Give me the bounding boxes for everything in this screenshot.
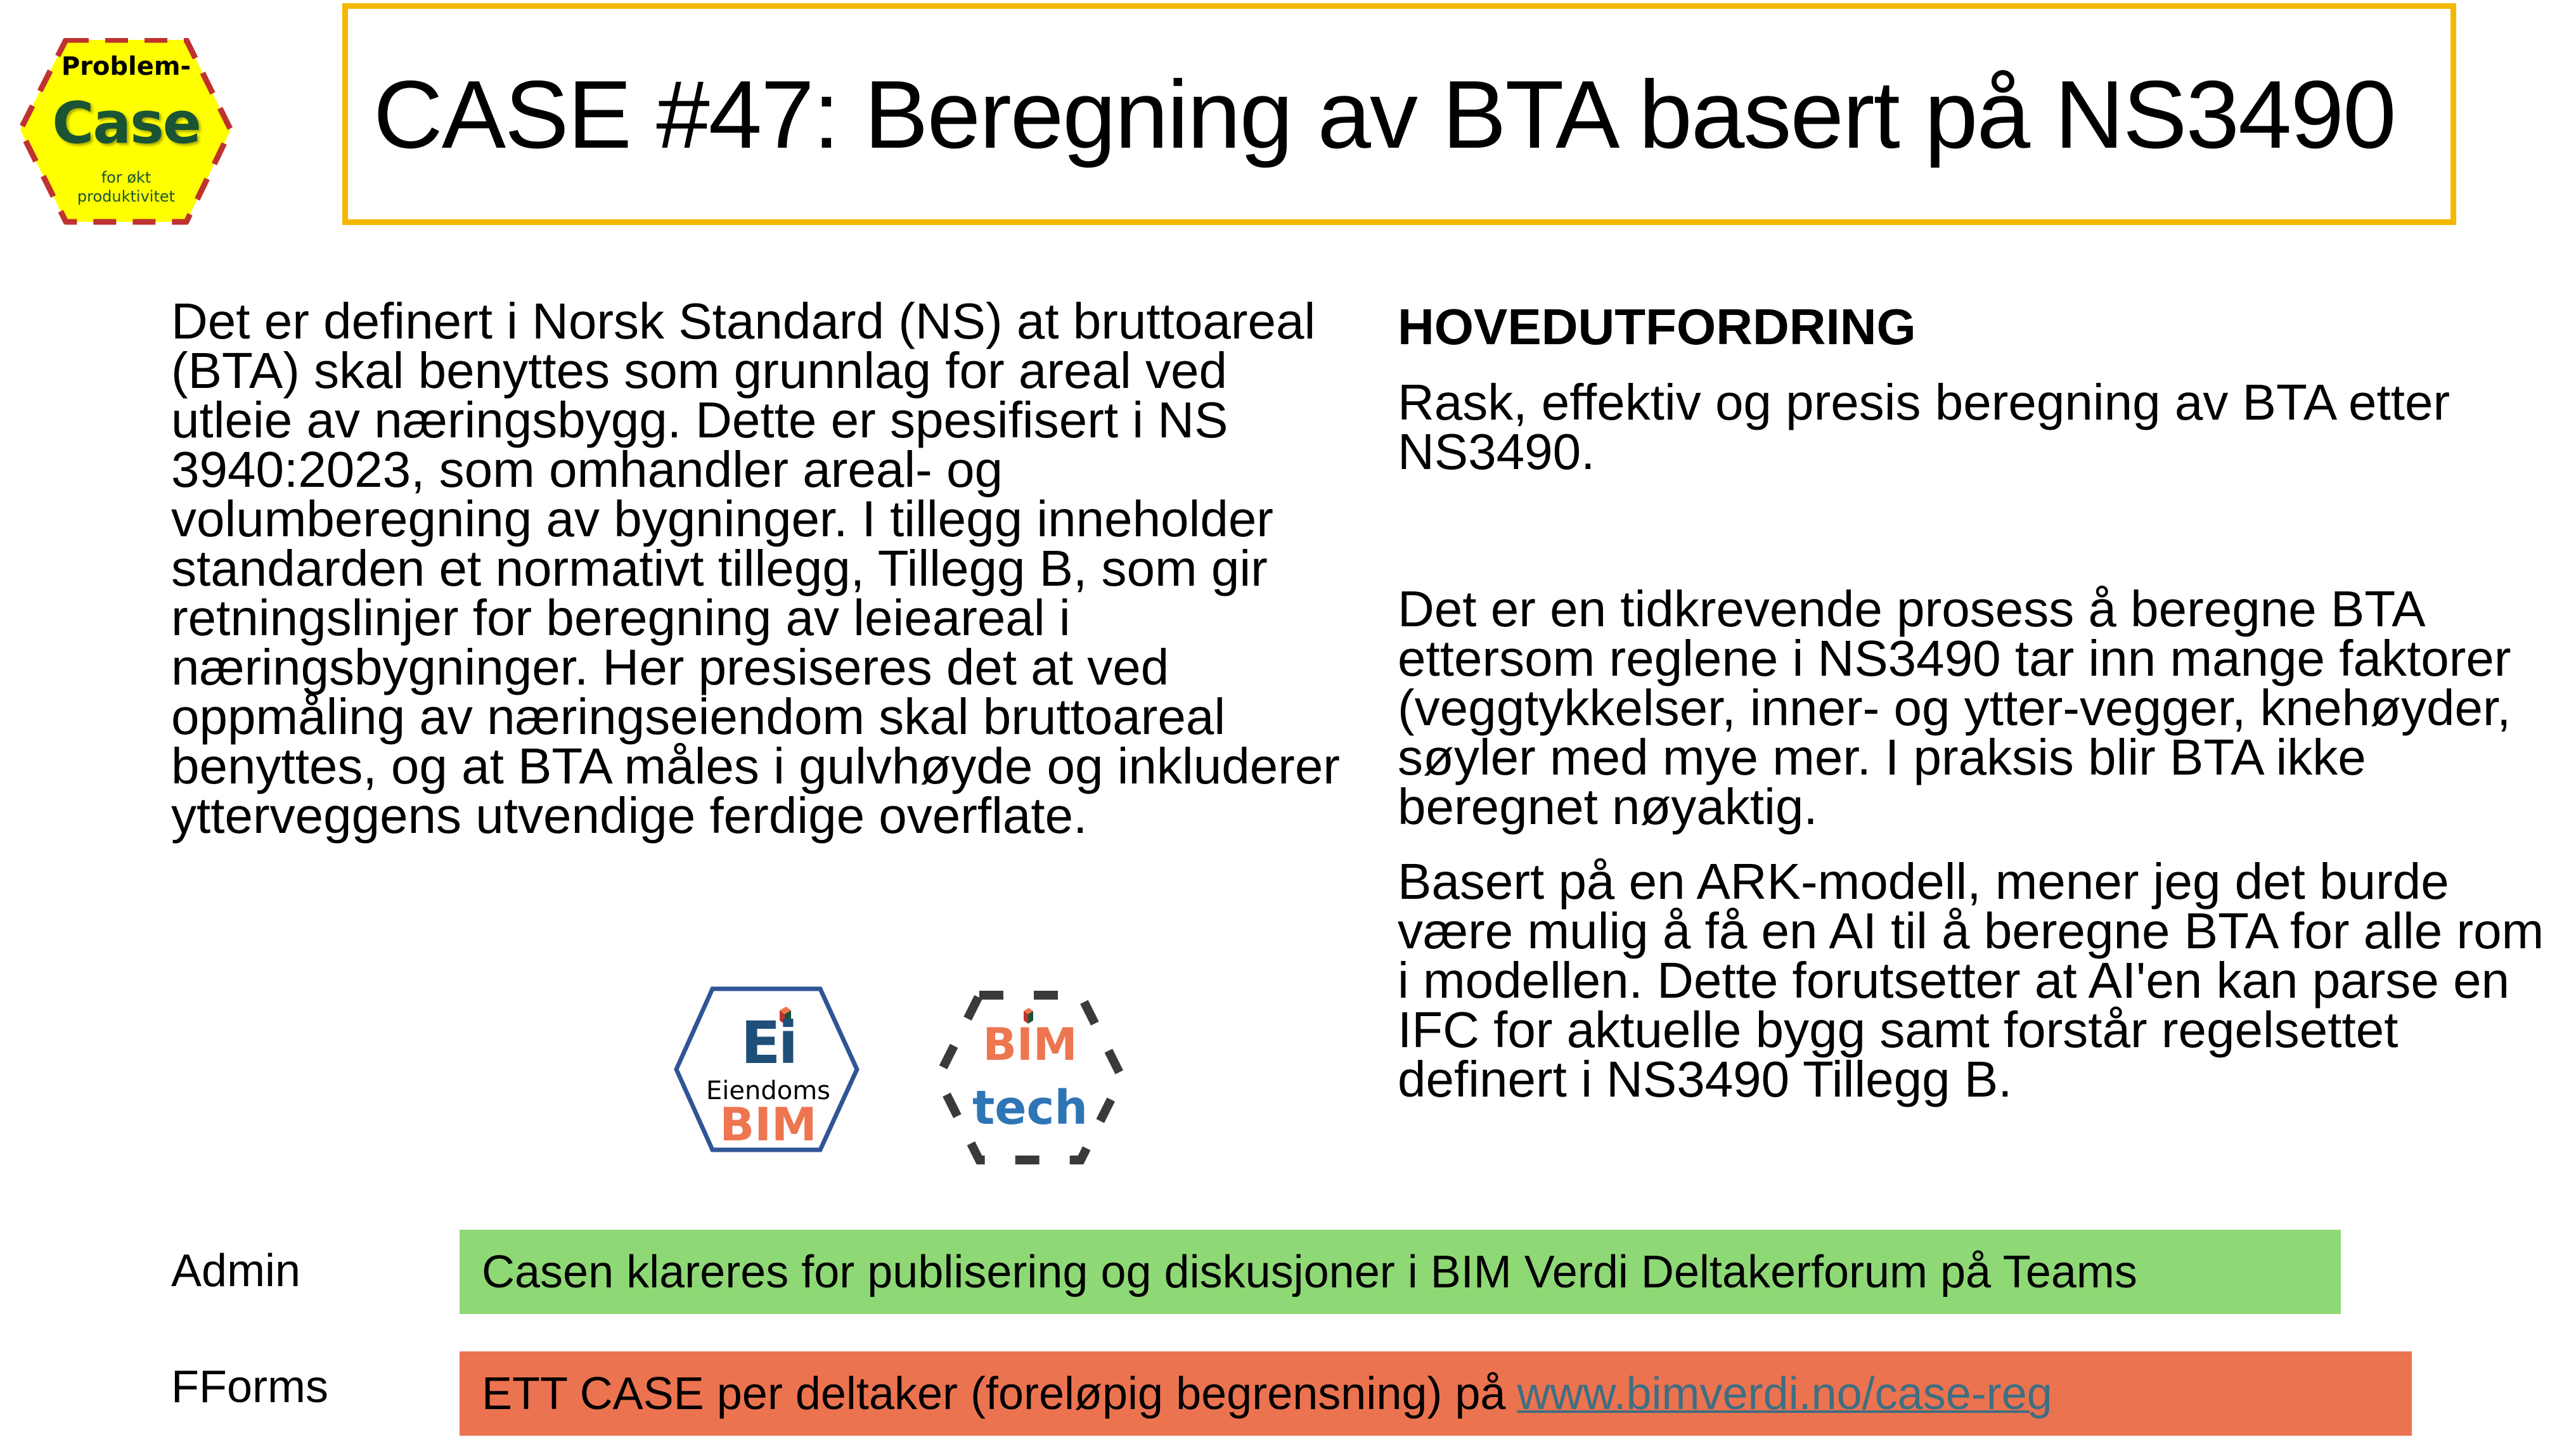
eiendoms-bim-logo: Ei Eiendoms BIM: [673, 984, 863, 1155]
logo-text-bim: BIM: [719, 1098, 817, 1151]
main-challenge-heading: HOVEDUTFORDRING: [1398, 299, 1916, 355]
admin-banner-text: Casen klareres for publisering og diskus…: [482, 1246, 2137, 1298]
fforms-label: FForms: [171, 1362, 328, 1412]
logo-text-ei: Ei: [740, 1009, 798, 1077]
problem-case-logo: Problem- Case for økt produktivitet: [15, 38, 237, 225]
cube-icon: [780, 1007, 791, 1024]
intro-paragraph: Det er definert i Norsk Standard (NS) at…: [171, 293, 1340, 844]
case-registration-link[interactable]: www.bimverdi.no/case-reg: [1517, 1368, 2052, 1419]
challenge-summary: Rask, effektiv og presis beregning av BT…: [1398, 374, 2450, 480]
logo-text-tagline: for økt produktivitet: [15, 168, 237, 206]
admin-label: Admin: [171, 1246, 301, 1296]
hexagon-icon: [17, 38, 234, 225]
logo-text-case: Case: [52, 90, 201, 157]
admin-banner: Casen klareres for publisering og diskus…: [460, 1230, 2341, 1314]
logo-text-eiendoms: Eiendoms: [705, 1076, 830, 1105]
bim-tech-logo: BIM tech: [929, 986, 1131, 1169]
page-title: CASE #47: Beregning av BTA basert på NS3…: [373, 61, 2397, 169]
logo-tagline-line2: produktivitet: [77, 188, 176, 205]
cube-icon: [1024, 1008, 1033, 1024]
challenge-proposal: Basert på en ARK-modell, mener jeg det b…: [1398, 853, 2544, 1107]
logo-tagline-line1: for økt: [101, 169, 151, 186]
dashed-hexagon-icon: [933, 991, 1127, 1164]
challenge-description: Det er en tidkrevende prosess å beregne …: [1398, 581, 2511, 835]
title-box: CASE #47: Beregning av BTA basert på NS3…: [342, 3, 2456, 225]
logo-text-bim: BIM: [982, 1019, 1078, 1071]
fforms-banner: ETT CASE per deltaker (foreløpig begrens…: [460, 1351, 2412, 1436]
fforms-banner-text: ETT CASE per deltaker (foreløpig begrens…: [482, 1368, 1506, 1419]
logo-text-tech: tech: [972, 1081, 1088, 1135]
logo-text-problem: Problem-: [61, 52, 191, 81]
hexagon-outline-icon: [674, 986, 860, 1152]
